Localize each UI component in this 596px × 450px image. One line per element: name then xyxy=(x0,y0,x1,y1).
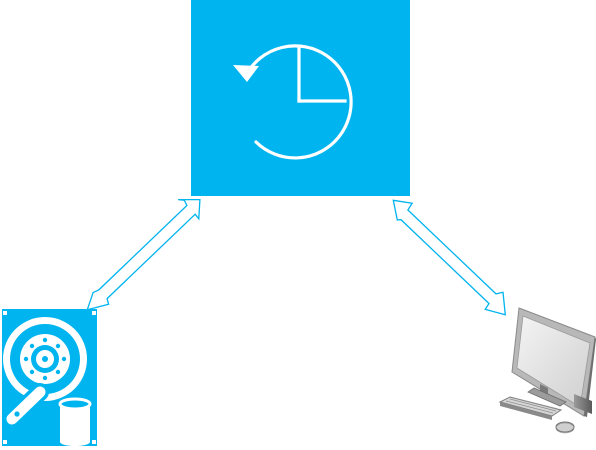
connector-clock-to-computer xyxy=(392,199,507,316)
backup-history-tile xyxy=(191,0,410,196)
hard-drive-icon xyxy=(2,309,97,446)
history-clock-icon xyxy=(233,44,353,160)
computer-case xyxy=(574,394,592,414)
drive-actuator-arm xyxy=(3,383,49,428)
mouse-icon xyxy=(555,421,575,434)
keyboard-icon xyxy=(498,396,563,420)
monitor xyxy=(511,307,596,417)
desktop-computer-icon xyxy=(498,307,596,434)
connector-clock-to-drive xyxy=(86,198,201,311)
monitor-stand xyxy=(527,384,567,407)
drive-cylinder xyxy=(58,397,92,446)
